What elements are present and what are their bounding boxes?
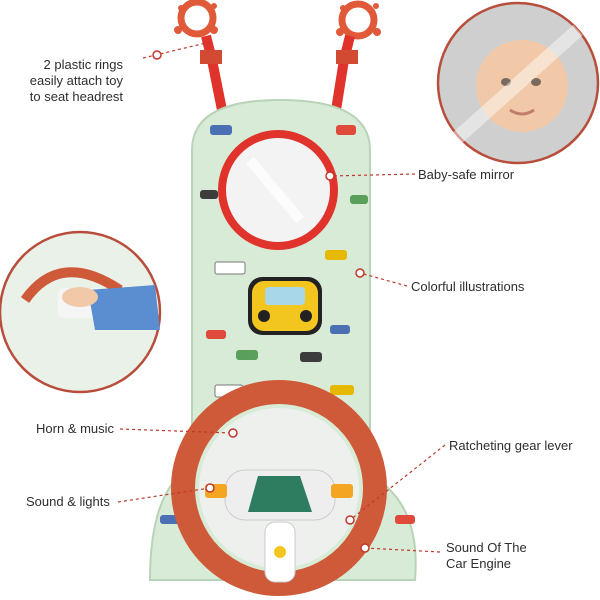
hand-inset [0,230,162,394]
baby-face-inset [436,1,600,165]
callout-illustrations: Colorful illustrations [411,279,525,294]
callout-horn: Horn & music [36,421,115,436]
baby-mirror [218,130,338,250]
callout-engine: Sound Of The Car Engine [446,540,527,572]
right-ring [336,0,381,40]
left-ring [174,0,218,38]
callout-rings-line3: to seat headrest [29,89,123,104]
callout-mirror: Baby-safe mirror [418,167,515,182]
callout-rings-line2: easily attach toy [29,73,123,88]
callout-gear: Ratcheting gear lever [449,438,573,453]
callout-sound-lights: Sound & lights [26,494,110,509]
callout-rings: 2 plastic rings easily attach toy to sea… [10,57,123,105]
straps [200,34,358,111]
callout-rings-line1: 2 plastic rings [43,57,123,72]
callout-engine-line1: Sound Of The [446,540,527,555]
callout-dots [152,50,370,553]
callout-engine-line2: Car Engine [446,556,512,571]
callout-lines [117,41,446,553]
yellow-car-illustration [248,277,322,335]
car-pattern [160,125,415,524]
steering-wheel [171,380,387,596]
